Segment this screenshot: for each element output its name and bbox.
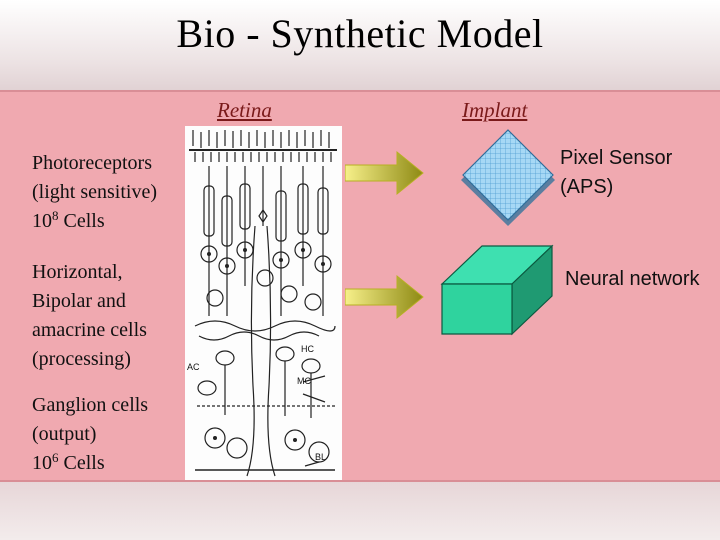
- pixel-sensor-line1: Pixel Sensor: [560, 147, 673, 169]
- ganglion-line2: (output): [32, 423, 97, 445]
- ganglion-line1: Ganglion cells: [32, 394, 149, 416]
- pixel-sensor-line2: (APS): [560, 176, 614, 198]
- page-title: Bio - Synthetic Model: [176, 11, 544, 56]
- retina-heading: Retina: [217, 98, 272, 122]
- photoreceptors-count: 108 Cells: [32, 207, 157, 236]
- neural-network-block-icon: [440, 244, 554, 336]
- ganglion-count-base: 10: [32, 452, 52, 474]
- figure-label-hc: HC: [301, 344, 314, 354]
- ganglion-label: Ganglion cells (output) 106 Cells: [32, 391, 148, 478]
- photoreceptors-count-exp: 8: [52, 208, 59, 223]
- content-band: [0, 90, 720, 482]
- neural-network-label: Neural network: [565, 268, 700, 290]
- processing-line2: Bipolar and: [32, 290, 126, 312]
- pixel-sensor-label: Pixel Sensor (APS): [560, 144, 672, 202]
- implant-heading: Implant: [462, 98, 528, 122]
- processing-label: Horizontal, Bipolar and amacrine cells (…: [32, 258, 147, 374]
- ganglion-count-unit: Cells: [58, 452, 105, 474]
- photoreceptors-count-base: 10: [32, 210, 52, 232]
- photoreceptors-line2: (light sensitive): [32, 181, 157, 203]
- photoreceptors-line1: Photoreceptors: [32, 152, 152, 174]
- figure-label-bl: BL: [315, 452, 326, 462]
- arrow-to-sensor: [345, 150, 424, 196]
- ganglion-count-exp: 6: [52, 450, 59, 465]
- figure-label-ac: AC: [187, 362, 200, 372]
- processing-line3: amacrine cells: [32, 319, 147, 341]
- retina-cell-diagram: AC HC MC BL: [185, 126, 342, 480]
- ganglion-count: 106 Cells: [32, 449, 148, 478]
- processing-line1: Horizontal,: [32, 261, 123, 283]
- photoreceptors-count-unit: Cells: [58, 210, 105, 232]
- pixel-sensor-icon: [461, 129, 555, 226]
- title-band: [0, 0, 720, 90]
- processing-line4: (processing): [32, 348, 131, 370]
- arrow-to-network: [345, 274, 424, 320]
- figure-label-mc: MC: [297, 376, 311, 386]
- bottom-band: [0, 482, 720, 540]
- photoreceptors-label: Photoreceptors (light sensitive) 108 Cel…: [32, 149, 157, 236]
